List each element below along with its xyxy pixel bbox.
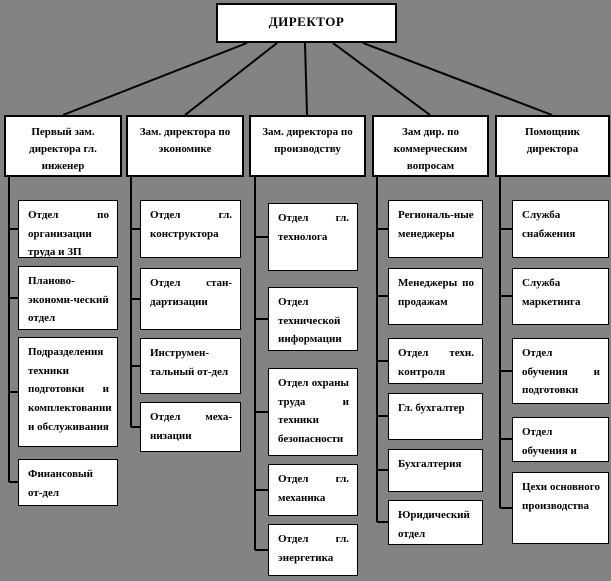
- org-box-col3-child2: Отдел технической информации: [268, 287, 358, 351]
- org-box-deputy-commercial: Зам дир. по коммерческим вопросам: [372, 115, 489, 177]
- org-box-director: ДИРЕКТОР: [216, 3, 397, 43]
- org-box-col3-child1: Отдел гл. технолога: [268, 203, 358, 271]
- org-box-col1-child1: Отдел по организации труда и ЗП: [18, 200, 118, 258]
- org-box-col5-child3: Отдел обучения и подготовки: [512, 338, 609, 404]
- org-box-col1-child4: Финансовый от-дел: [18, 459, 118, 506]
- org-box-col4-child2: Менеджеры по продажам: [388, 268, 483, 325]
- org-box-col1-child3: Подразделения техники подготовки и компл…: [18, 337, 118, 447]
- org-box-col2-child3: Инструмен-тальный от-дел: [140, 338, 241, 394]
- org-box-col1-child2: Планово-экономи-ческий отдел: [18, 266, 118, 330]
- org-box-col3-child5: Отдел гл. энергетика: [268, 524, 358, 576]
- org-box-col4-child1: Региональ-ные менеджеры: [388, 200, 483, 258]
- elbow-lines-col5: [499, 177, 512, 509]
- org-box-col5-child4: Отдел обучения и: [512, 417, 609, 462]
- org-box-col5-child5: Цехи основного производства: [512, 472, 609, 544]
- org-box-col2-child2: Отдел стан-дартизации: [140, 268, 241, 330]
- org-box-col4-child6: Юридический отдел: [388, 500, 483, 545]
- org-box-col3-child3: Отдел охраны труда и техники безопасност…: [268, 368, 358, 456]
- org-box-col4-child4: Гл. бухгалтер: [388, 393, 483, 440]
- org-box-deputy-assistant: Помощник директора: [495, 115, 610, 177]
- org-box-col2-child4: Отдел меха-низации: [140, 402, 241, 452]
- org-box-col4-child3: Отдел техн. контроля: [388, 338, 483, 384]
- elbow-lines-col2: [130, 177, 140, 428]
- elbow-lines-col3: [254, 177, 268, 551]
- org-box-col4-child5: Бухгалтерия: [388, 449, 483, 492]
- org-box-deputy-economics: Зам. директора по экономике: [126, 115, 244, 177]
- org-box-col5-child1: Служба снабжения: [512, 200, 609, 258]
- org-box-col3-child4: Отдел гл. механика: [268, 464, 358, 516]
- fan-lines: [62, 42, 553, 116]
- elbow-lines-col4: [376, 177, 388, 523]
- org-box-deputy-production: Зам. директора по производству: [249, 115, 366, 177]
- org-box-col2-child1: Отдел гл. конструктора: [140, 200, 241, 258]
- elbow-lines-col1: [8, 177, 18, 483]
- org-box-deputy-chief-engineer: Первый зам. директора гл. инженер: [4, 115, 122, 177]
- org-box-col5-child2: Служба маркетинга: [512, 268, 609, 325]
